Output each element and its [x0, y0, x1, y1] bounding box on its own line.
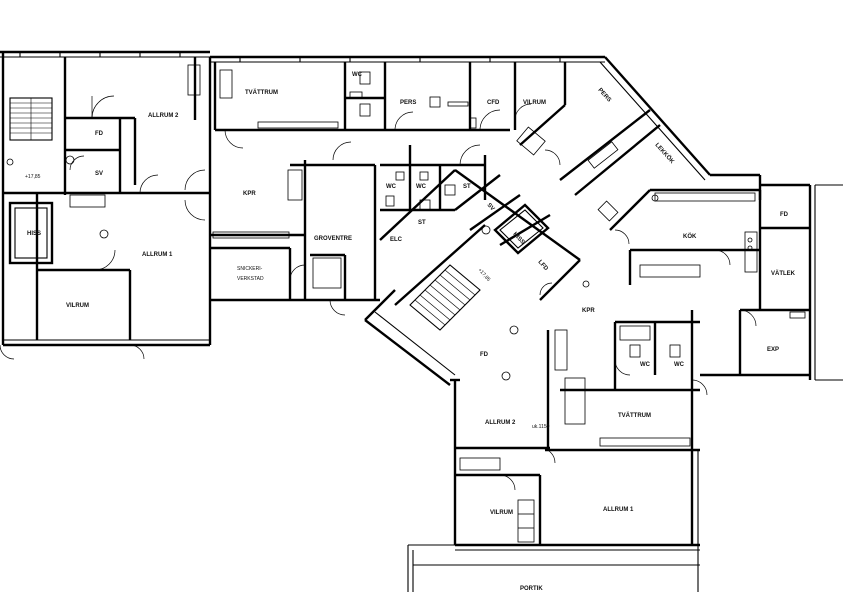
label-vatlek: VÄTLEK — [771, 270, 796, 277]
west-fixtures — [6, 64, 201, 239]
label-fd-west: FD — [95, 131, 104, 137]
label-portik: PORTIK — [520, 586, 543, 592]
label-vilrum-south: VILRUM — [490, 510, 513, 516]
label-vilrum-north: VILRUM — [523, 100, 546, 106]
label-pers-ne: PERS — [597, 87, 612, 103]
label-st-center-b: ST — [418, 220, 426, 226]
label-wc-center-a: WC — [386, 184, 397, 190]
south-walls — [450, 310, 740, 551]
label-exp: EXP — [767, 347, 779, 353]
central-walls — [210, 145, 487, 302]
kitchen-fixtures — [597, 192, 806, 327]
ne-wing-walls — [519, 56, 812, 380]
diagonal-lift — [493, 203, 550, 255]
label-tvattrum-south: TVÄTTRUM — [618, 412, 651, 419]
west-doors — [0, 95, 206, 360]
label-sv-diag: SV — [486, 202, 496, 212]
diagonal-core-walls — [364, 169, 581, 386]
label-cfd: CFD — [487, 100, 500, 106]
label-kpr-center: KPR — [243, 191, 256, 197]
label-fd-east: FD — [780, 212, 789, 218]
label-level-diag: +17,85 — [477, 267, 492, 283]
label-elc: ELC — [390, 237, 403, 243]
label-lfd: LFD — [537, 259, 550, 272]
label-level-south: uk.1150 — [532, 424, 550, 430]
label-snickeri-1: SNICKERI- — [237, 266, 263, 272]
diagonal-stair — [409, 264, 481, 331]
label-wc-south-a: WC — [640, 362, 651, 368]
central-fixtures — [212, 141, 481, 316]
north-block-walls — [210, 55, 605, 132]
label-wc-north: WC — [352, 72, 363, 78]
label-snickeri-2: VERKSTAD — [237, 276, 264, 282]
ne-fixtures — [516, 126, 619, 169]
label-st-center-a: ST — [463, 184, 471, 190]
label-allrum1-west: ALLRUM 1 — [142, 252, 173, 258]
label-kok: KÖK — [683, 233, 697, 240]
label-wc-center-b: WC — [416, 184, 427, 190]
label-vilrum-west: VILRUM — [66, 303, 89, 309]
west-wing-walls — [0, 50, 212, 347]
west-lift — [8, 201, 54, 265]
east-walls — [609, 184, 843, 381]
label-grovent: GROVENTRE — [314, 236, 352, 242]
portik-walls — [407, 544, 700, 592]
label-fd-south: FD — [480, 352, 489, 358]
label-allrum2-west: ALLRUM 2 — [148, 113, 179, 119]
north-fixtures — [219, 69, 532, 149]
label-pers-north: PERS — [400, 100, 416, 106]
label-level-west: +17,85 — [25, 174, 41, 180]
south-fixtures — [459, 325, 708, 543]
label-tvattrum-north: TVÄTTRUM — [245, 89, 278, 96]
west-staircase — [9, 97, 53, 141]
label-wc-south-b: WC — [674, 362, 685, 368]
label-allrum1-south: ALLRUM 1 — [603, 507, 634, 513]
diagonal-fixtures — [481, 225, 590, 381]
label-kpr-east: KPR — [582, 308, 595, 314]
label-allrum2-south: ALLRUM 2 — [485, 420, 516, 426]
label-lekkok: LEKKÖK — [654, 142, 677, 166]
label-sv-west: SV — [95, 171, 103, 177]
label-hiss-west: HISS — [27, 231, 41, 237]
